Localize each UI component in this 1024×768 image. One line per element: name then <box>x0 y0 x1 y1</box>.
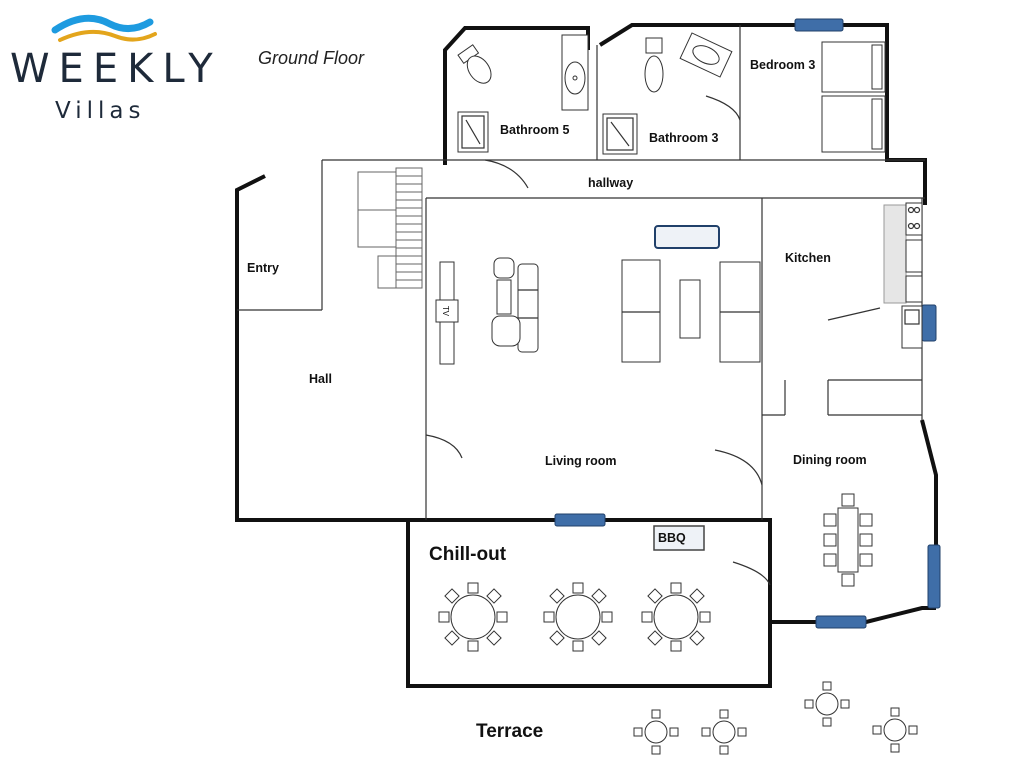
small-table-icon <box>872 707 918 753</box>
label-bathroom5: Bathroom 5 <box>500 123 570 137</box>
stove-icon <box>905 202 923 236</box>
label-entry: Entry <box>247 261 279 275</box>
small-table-icon <box>804 681 850 727</box>
window-bedroom3 <box>794 18 844 32</box>
label-chillout: Chill-out <box>429 544 507 565</box>
bbq-label: BBQ <box>658 531 686 545</box>
floor-title: Ground Floor <box>258 48 365 68</box>
round-table-icon <box>641 582 711 652</box>
label-bathroom3: Bathroom 3 <box>649 131 719 145</box>
round-table-icon <box>438 582 508 652</box>
round-table-icon <box>543 582 613 652</box>
window-dining-east <box>927 544 941 609</box>
label-hall: Hall <box>309 372 332 386</box>
logo-sub: Villas <box>55 98 145 124</box>
label-living-room: Living room <box>545 454 617 468</box>
label-kitchen: Kitchen <box>785 251 831 265</box>
living-room-furniture: TV <box>435 225 761 365</box>
window-living <box>554 513 606 527</box>
room-labels: Bathroom 5 Bathroom 3 Bedroom 3 hallway … <box>247 58 867 742</box>
tv-label: TV <box>441 306 450 317</box>
label-hallway: hallway <box>588 176 633 190</box>
windows <box>554 18 941 629</box>
logo-wave-gold <box>58 29 157 42</box>
logo-wave-blue <box>51 14 154 34</box>
sofa-icon <box>621 259 661 363</box>
sofa-icon <box>517 263 539 353</box>
window-dining-south <box>815 615 867 629</box>
weekly-villas-logo: WEEKLY Villas <box>10 14 222 124</box>
door-swings <box>425 95 771 586</box>
label-dining-room: Dining room <box>793 453 867 467</box>
kitchen-sink-icon <box>901 305 923 349</box>
label-terrace: Terrace <box>476 721 543 742</box>
living-window-tv <box>654 225 720 249</box>
armchair-icon <box>493 257 515 279</box>
logo-word: WEEKLY <box>10 46 222 92</box>
toilet-icon <box>457 44 492 84</box>
window-kitchen <box>921 304 937 342</box>
bedroom3-beds <box>821 41 886 153</box>
interior-walls <box>237 25 925 520</box>
coffee-table-icon <box>679 279 701 339</box>
label-bedroom3: Bedroom 3 <box>750 58 815 72</box>
staircase <box>357 167 423 289</box>
bathroom5-fixtures <box>457 34 589 153</box>
table-icon <box>837 507 859 573</box>
tv-icon <box>435 299 459 323</box>
bbq-box <box>653 525 705 551</box>
small-table-icon <box>701 709 747 755</box>
terrace-tables <box>633 681 918 755</box>
toilet-icon <box>644 55 664 93</box>
coffee-table-icon <box>496 279 512 315</box>
chillout-tables <box>438 582 711 652</box>
kitchen-tile-wall <box>883 204 907 304</box>
dining-table <box>823 493 873 587</box>
armchair-icon <box>491 315 521 347</box>
sink-icon <box>679 32 733 78</box>
bathroom3-fixtures <box>602 32 733 155</box>
kitchen-fixtures <box>883 202 923 349</box>
small-table-icon <box>633 709 679 755</box>
